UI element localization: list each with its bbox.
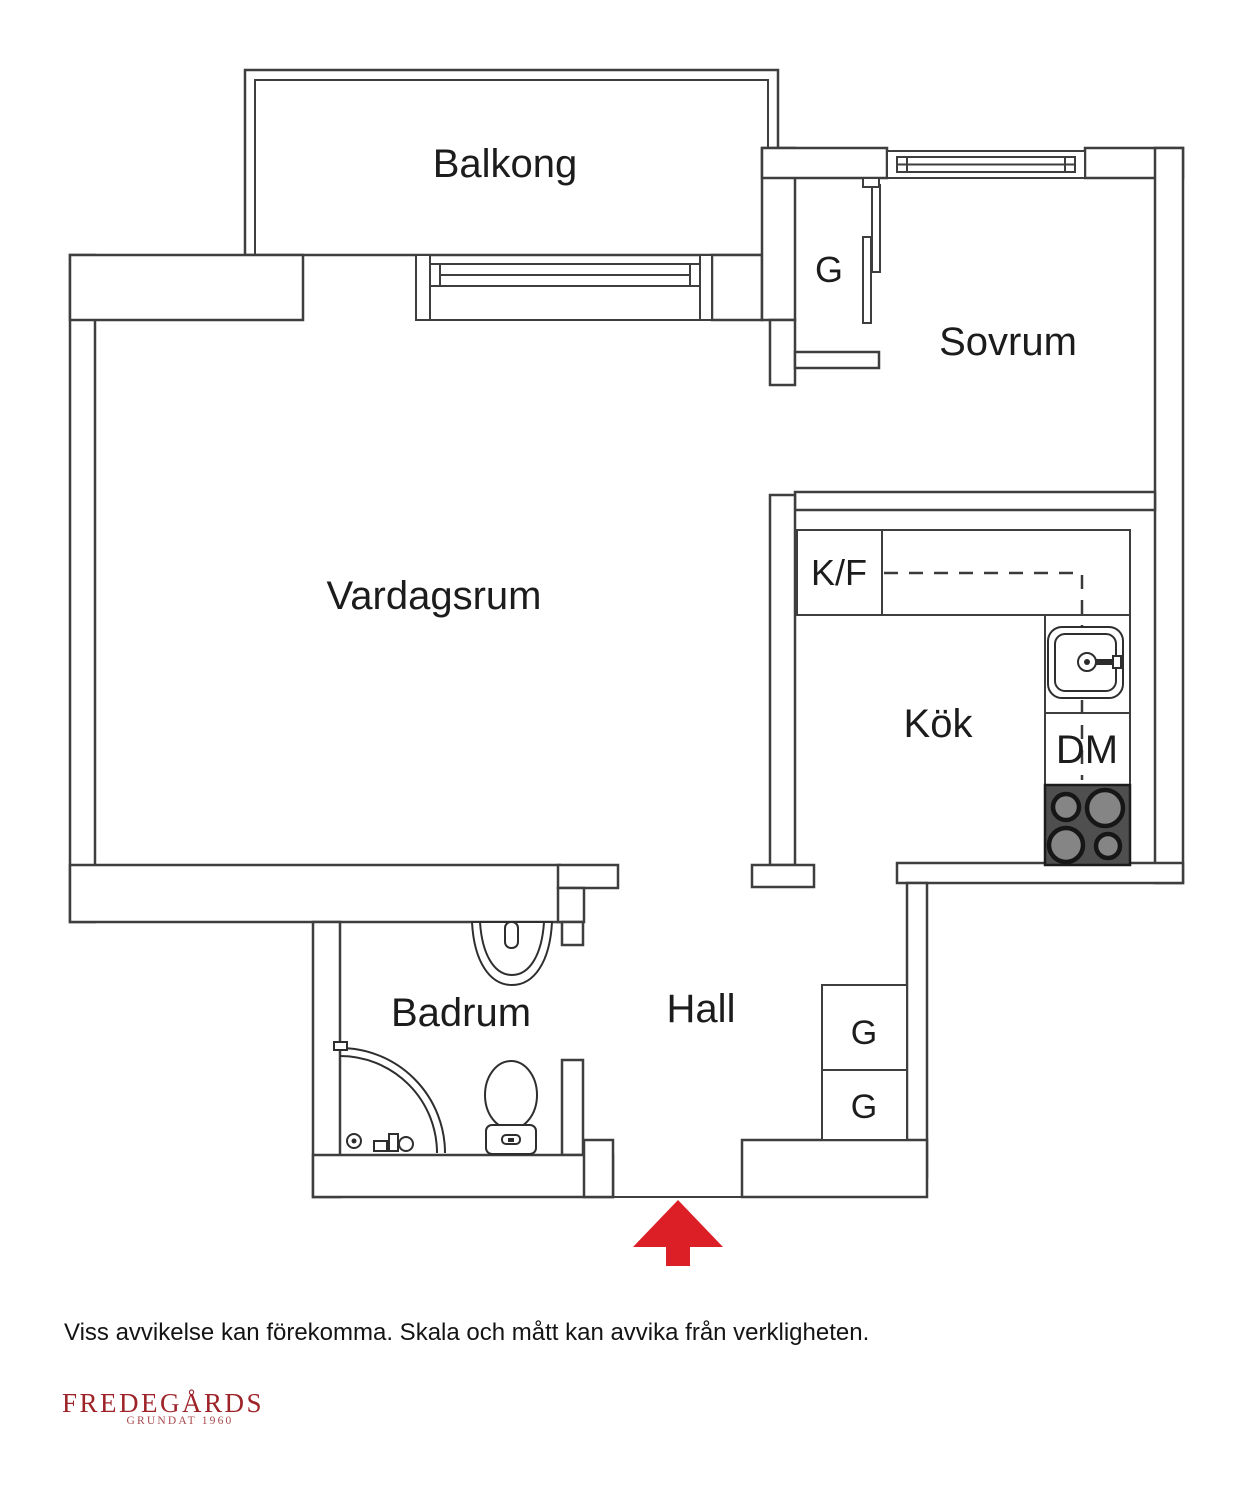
wall-left-exterior [68,253,97,924]
balcony: Balkong [243,68,780,257]
bathroom: Badrum [333,921,554,1155]
disclaimer-text: Viss avvikelse kan förekomma. Skala och … [64,1319,869,1346]
sink-icon [470,921,554,987]
shower-mixer-1 [373,1140,388,1152]
brand-logo: FREDEGÅRDS GRUNDAT 1960 [62,1388,264,1427]
basin-faucet [504,921,519,949]
shower-screen-inner [339,1055,438,1154]
walls [68,146,1185,1199]
entrance-arrow-icon [633,1200,723,1266]
bathroom-label: Badrum [391,991,531,1035]
wall-bathroom-left [311,920,342,1199]
toilet-icon [484,1060,538,1155]
shower-icon [333,1041,446,1154]
balcony-window [415,254,713,321]
shower-mixer-3 [398,1136,414,1152]
wall-livingroom-bottom [68,863,562,924]
wall-right-exterior [1153,146,1185,885]
sliding-door-track [862,177,880,188]
wall-hall-right [905,881,929,1179]
living-room-label: Vardagsrum [327,574,542,618]
sliding-door-leaf-1 [862,236,872,324]
brand-tagline: GRUNDAT 1960 [126,1415,233,1427]
wall-top-left [68,253,305,322]
faucet-base [1112,655,1122,669]
hall: G G Hall [667,984,908,1141]
kitchen-sink-icon [1047,626,1124,699]
bedroom: G Sovrum [815,177,1077,364]
wall-closet-bottom [793,350,881,370]
bedroom-label: Sovrum [939,320,1077,364]
window-frame-right [699,254,713,321]
shower-head [333,1041,348,1051]
burner-1 [1050,791,1082,823]
faucet-arm [1094,659,1115,665]
wall-divider-foot [750,863,816,889]
wall-bathroom-door-jamb [560,920,585,947]
window-frame-left [415,254,431,321]
wall-endcap-b [556,886,586,924]
shower-drain-dot [351,1138,357,1144]
wall-top-right-stub [710,253,764,322]
bedroom-wardrobe-label: G [815,249,843,290]
wall-kitchen-bottom [895,861,1185,885]
living-room: Vardagsrum [327,574,542,618]
hall-wardrobe-bottom-label: G [851,1088,877,1126]
burner-2 [1084,787,1126,829]
toilet-button-dot [508,1138,514,1142]
faucet-dot [1084,659,1090,665]
wall-hall-bottom-right [740,1138,929,1199]
toilet-bowl [484,1060,538,1130]
wall-bedroom-kitchen [793,490,1157,512]
bedroom-window [886,150,1086,179]
dishwasher-label: DM [1056,728,1118,772]
wall-bedroom-top-left [760,146,889,180]
wall-entrance-left-jamb [582,1138,615,1199]
hall-wardrobe-bottom-box [821,1069,908,1141]
wall-bathroom-bottom [311,1153,615,1199]
burner-3 [1046,825,1086,865]
kitchen-label: Kök [904,702,974,746]
wall-endcap-a [556,863,620,890]
hall-wardrobe-top-label: G [851,1014,877,1052]
worktop-dashed-line [884,571,1084,780]
window-sill [429,285,701,321]
wall-bathroom-right [560,1058,585,1157]
stove-icon [1043,783,1132,867]
wall-divider-upper [768,318,797,387]
burner-4 [1093,831,1123,861]
sliding-door-leaf-2 [871,184,881,273]
fridge-freezer-box [796,529,883,616]
brand-name: FREDEGÅRDS [62,1388,264,1418]
fridge-freezer-label: K/F [811,552,867,593]
shower-mixer-2 [388,1133,399,1152]
wall-divider-lower [768,493,797,867]
kitchen: K/F DM Kök [796,529,1132,867]
balcony-label: Balkong [433,142,578,186]
hall-label: Hall [667,987,736,1031]
